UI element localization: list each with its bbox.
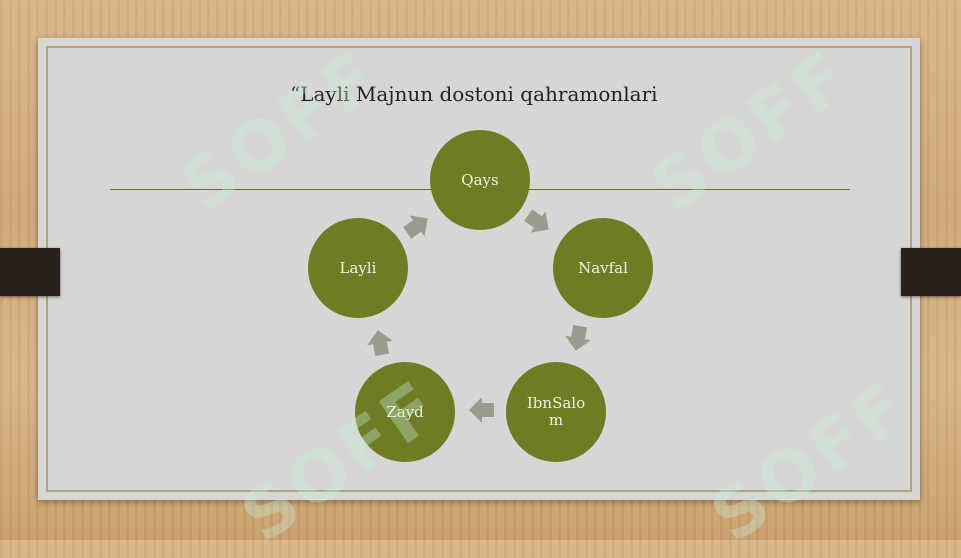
cycle-arrow — [403, 215, 428, 239]
left-clip — [0, 248, 60, 296]
node-label-navfal: Navfal — [578, 258, 628, 277]
cycle-arrow — [469, 397, 494, 423]
cycle-arrow — [565, 324, 591, 351]
slide-board — [38, 38, 920, 500]
node-label-ibnsalom: IbnSalom — [526, 394, 586, 429]
node-layli: Layli — [308, 218, 408, 318]
node-qays: Qays — [430, 130, 530, 230]
node-ibnsalom: IbnSalom — [506, 362, 606, 462]
node-zayd: Zayd — [355, 362, 455, 462]
right-clip — [901, 248, 961, 296]
cycle-arrow — [367, 330, 393, 357]
node-label-zayd: Zayd — [386, 402, 424, 421]
node-label-layli: Layli — [339, 258, 377, 277]
slide-title: “Layli Majnun dostoni qahramonlari — [290, 82, 658, 106]
node-navfal: Navfal — [553, 218, 653, 318]
cycle-arrows — [367, 209, 591, 423]
cycle-arrow — [524, 209, 549, 233]
node-label-qays: Qays — [461, 170, 499, 189]
